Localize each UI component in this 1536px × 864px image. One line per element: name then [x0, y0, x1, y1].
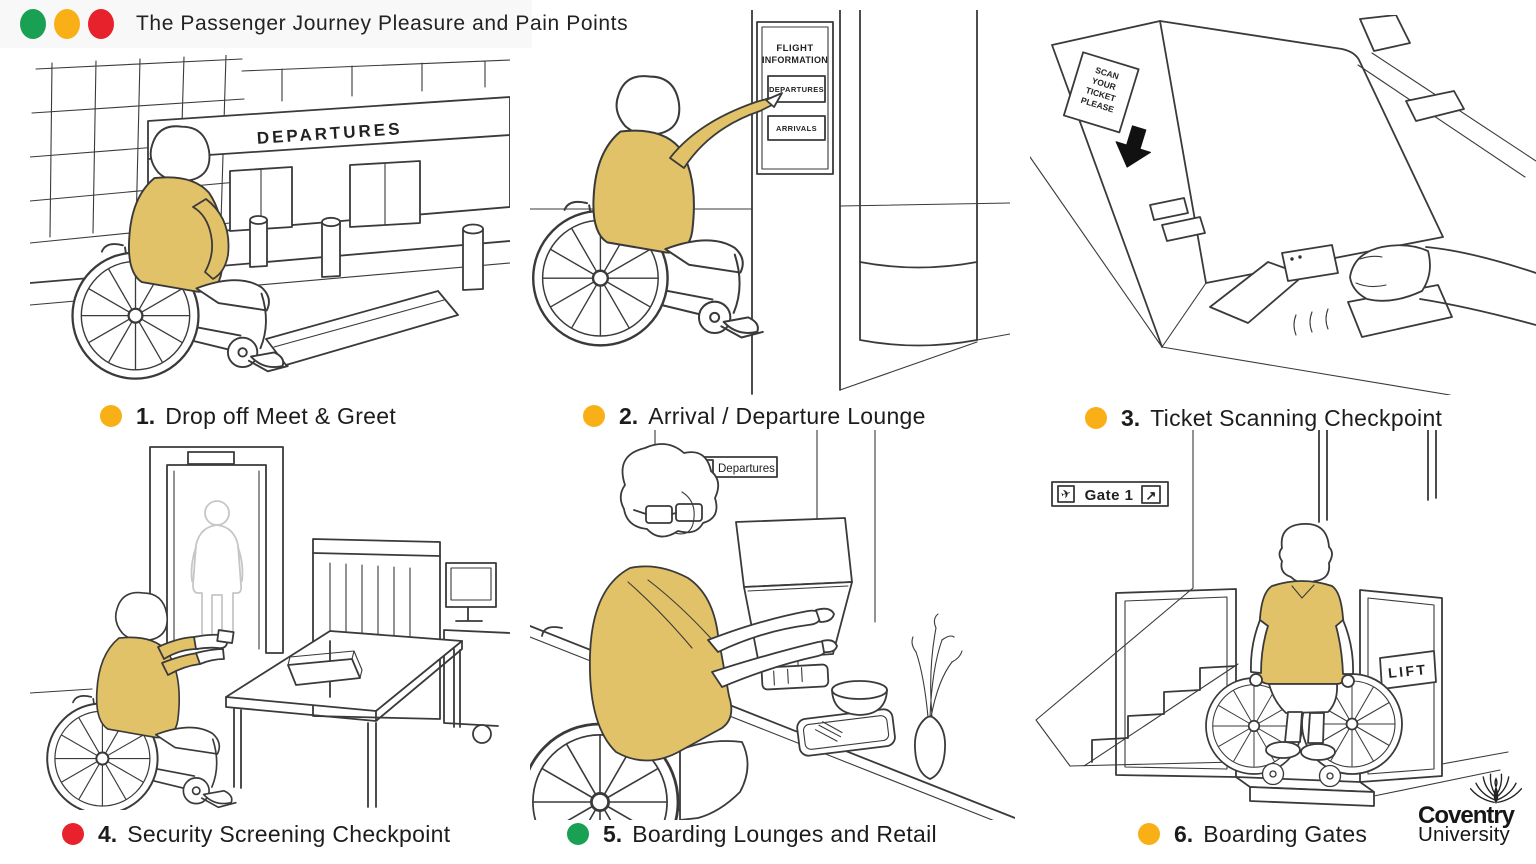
kiosk-screen	[1159, 20, 1444, 284]
gate-sign-text: Gate 1	[1085, 487, 1134, 504]
wheelchair-passenger	[47, 593, 236, 810]
caption-2-label: Arrival / Departure Lounge	[648, 402, 926, 429]
caption-2: 2. Arrival / Departure Lounge	[583, 400, 926, 432]
shelf-tray	[760, 663, 830, 691]
caption-4-label: Security Screening Checkpoint	[127, 820, 451, 847]
passenger-lap	[1268, 683, 1338, 714]
vase	[914, 715, 946, 780]
arrow-up-right-icon: ↗	[1146, 488, 1157, 503]
forearm-2	[195, 648, 225, 665]
status-dot-4	[62, 823, 84, 845]
bollards	[249, 215, 484, 291]
arrivals-row	[767, 115, 826, 141]
arrivals-row-text: ARRIVALS	[776, 124, 817, 133]
panel-2-illustration: FLIGHT INFORMATION DEPARTURES ARRIVALS	[530, 10, 1010, 395]
caption-6: 6. Boarding Gates	[1138, 818, 1367, 850]
passenger-shins	[1284, 711, 1325, 744]
caption-5-number: 5.	[603, 820, 623, 847]
hand-1	[815, 607, 835, 623]
status-dot-2	[583, 405, 605, 427]
caption-1-number: 1.	[136, 402, 156, 429]
lift-rails	[1318, 430, 1437, 523]
phoenix-icon	[1469, 773, 1523, 805]
passenger-torso	[1256, 580, 1348, 685]
traffic-light-red-dot	[88, 9, 114, 39]
metal-detector-arch	[149, 446, 284, 654]
glasses	[633, 503, 703, 524]
scan-ticket-sign: SCAN YOUR TICKET PLEASE	[1062, 51, 1140, 134]
caption-6-number: 6.	[1174, 820, 1194, 847]
departures-banner	[147, 96, 510, 160]
stairs	[1091, 665, 1237, 763]
round-column	[859, 10, 978, 263]
shoe-left	[1265, 741, 1301, 759]
display-case	[735, 517, 853, 588]
console-slots	[1149, 197, 1206, 242]
upper-window-band	[241, 59, 510, 102]
traffic-light-green-dot	[20, 9, 46, 39]
flower-stems	[915, 627, 953, 718]
caption-5-label: Boarding Lounges and Retail	[632, 820, 937, 847]
handed-item	[216, 629, 235, 644]
scan-beams	[1293, 308, 1329, 336]
page-title: The Passenger Journey Pleasure and Pain …	[136, 12, 629, 35]
status-dot-1	[100, 405, 122, 427]
caption-5: 5. Boarding Lounges and Retail	[567, 818, 937, 850]
down-arrow-icon	[1115, 125, 1152, 168]
lift-plate	[1379, 650, 1437, 690]
departures-sign-text: Departures	[718, 463, 775, 475]
gate-sign: ✈ Gate 1 ↗	[1051, 481, 1169, 507]
panel-3-illustration: SCAN YOUR TICKET PLEASE	[1030, 15, 1536, 395]
arch-display	[187, 451, 235, 465]
ghost-silhouette	[190, 500, 244, 640]
hand-left	[1249, 673, 1263, 687]
caption-3-label: Ticket Scanning Checkpoint	[1150, 404, 1443, 431]
brand-line-2: University	[1418, 823, 1510, 846]
caption-4-number: 4.	[98, 820, 118, 847]
caption-2-number: 2.	[619, 402, 639, 429]
coventry-university-logo: Coventry University	[1418, 766, 1536, 846]
caster-right	[1318, 764, 1342, 788]
boarding-ticket	[1281, 244, 1339, 282]
departures-row-text: DEPARTURES	[769, 85, 824, 94]
forearm-right	[1335, 619, 1354, 675]
hand-right	[1341, 674, 1355, 688]
pointing-hand	[765, 92, 783, 108]
brand-line-1: Coventry	[1418, 802, 1515, 829]
panel-6-illustration: ✈ Gate 1 ↗ LIFT	[1035, 430, 1509, 807]
traffic-light-amber-dot	[54, 9, 80, 39]
shoe-right	[1300, 743, 1336, 761]
entrance-doors	[229, 160, 421, 232]
access-ramp	[265, 290, 459, 366]
caption-4: 4. Security Screening Checkpoint	[62, 818, 450, 850]
passenger-shawl	[588, 565, 733, 762]
panel-1-illustration: DEPARTURES	[30, 55, 510, 400]
caster-left	[1261, 762, 1285, 786]
caption-1: 1. Drop off Meet & Greet	[100, 400, 396, 432]
forearm-left	[1250, 619, 1269, 674]
status-dot-6	[1138, 823, 1160, 845]
title-bar: The Passenger Journey Pleasure and Pain …	[0, 0, 628, 48]
arm	[1419, 246, 1536, 326]
status-dot-5	[567, 823, 589, 845]
flight-info-title: FLIGHT	[776, 43, 813, 54]
plane-icon: ✈	[1059, 486, 1072, 502]
status-dot-3	[1085, 407, 1107, 429]
passenger-arm	[192, 198, 230, 280]
food-tray	[796, 708, 896, 757]
monitor	[443, 562, 510, 744]
caption-6-label: Boarding Gates	[1203, 820, 1368, 847]
caption-3-number: 3.	[1121, 404, 1141, 431]
caption-3: 3. Ticket Scanning Checkpoint	[1085, 402, 1442, 434]
background-kiosk-screen	[1359, 15, 1411, 52]
passenger-legs	[679, 740, 749, 820]
hand-2	[821, 639, 838, 654]
passenger-head	[1278, 523, 1333, 585]
background-kiosk-pad	[1405, 90, 1465, 122]
lift-plate-text: LIFT	[1387, 661, 1428, 681]
panel-5-illustration: ✈ Departures	[530, 430, 1015, 820]
panel-4-illustration	[30, 446, 510, 810]
flight-info-title2: INFORMATION	[762, 55, 828, 65]
caption-1-label: Drop off Meet & Greet	[165, 402, 397, 429]
